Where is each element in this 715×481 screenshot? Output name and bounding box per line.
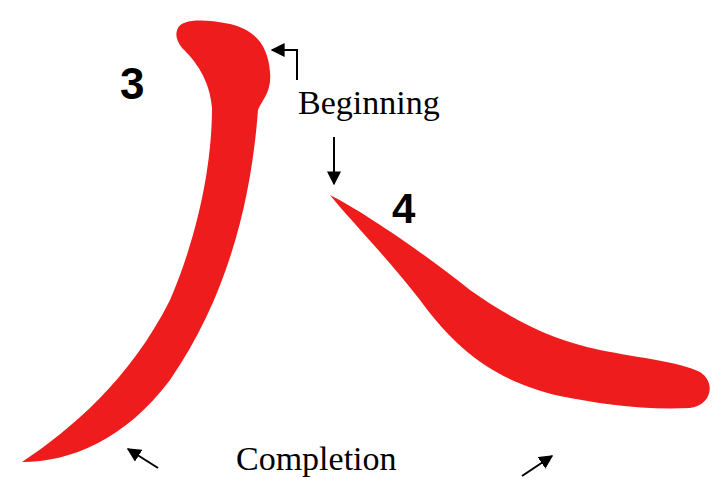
- stroke-number: 3: [120, 62, 144, 106]
- annotation-label: Beginning: [298, 86, 440, 120]
- leader-arrow: [522, 456, 552, 476]
- stroke-number: 4: [392, 188, 415, 230]
- brush-stroke: [330, 195, 710, 408]
- brush-stroke: [22, 21, 270, 462]
- leader-arrow: [333, 137, 335, 184]
- leader-arrow: [128, 449, 158, 468]
- annotation-label: Completion: [236, 442, 397, 476]
- leader-arrow: [272, 50, 297, 80]
